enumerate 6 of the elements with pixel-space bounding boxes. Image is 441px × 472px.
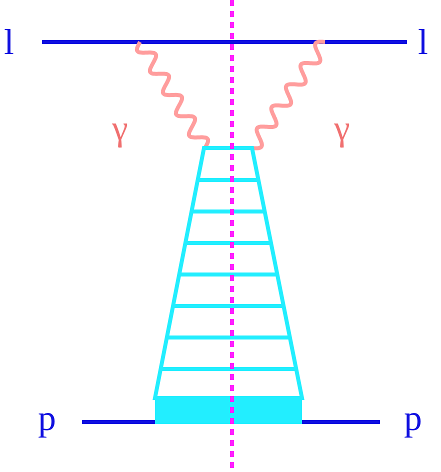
particle-label: l [418, 24, 428, 60]
photon-label: γ [112, 110, 128, 146]
photon-label: γ [334, 110, 350, 146]
particle-label: p [38, 400, 56, 436]
particle-label: l [4, 24, 14, 60]
particle-label: p [404, 400, 422, 436]
